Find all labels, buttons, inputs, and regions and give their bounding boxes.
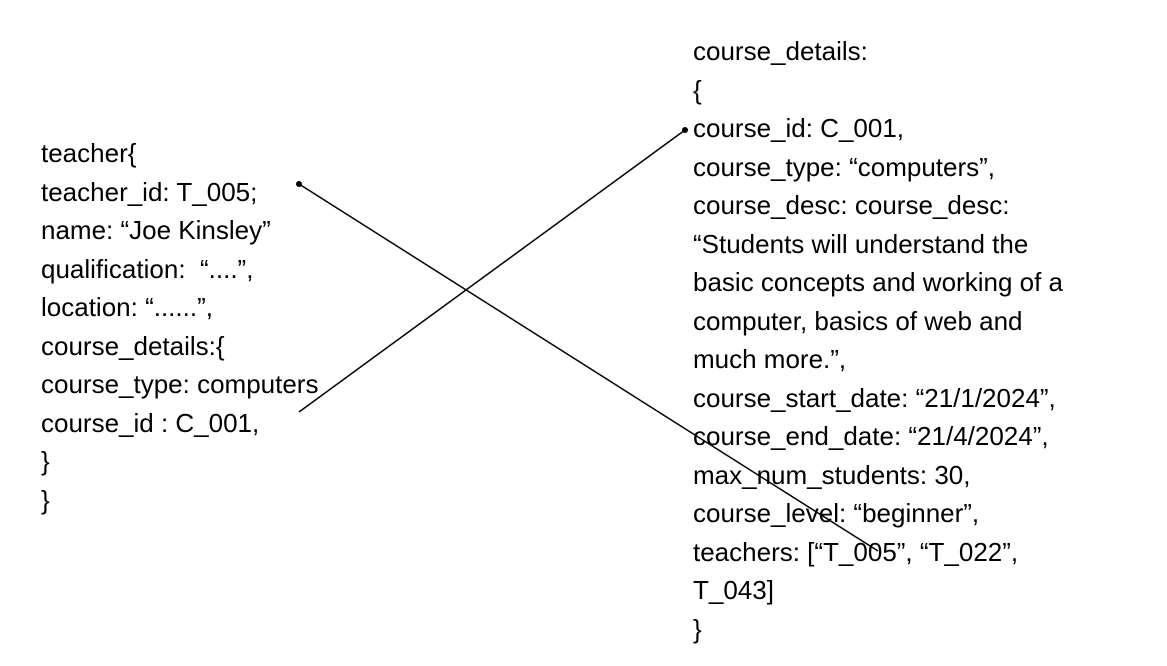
course-desc-text-line-4: much more.”, (693, 344, 847, 374)
teacher-id-line: teacher_id: T_005; (41, 176, 258, 207)
course-desc-line: course_desc: course_desc: (693, 190, 1010, 220)
course-desc-text-line-1: “Students will understand the (693, 228, 1029, 259)
teachers-continuation-line: T_043] (693, 575, 774, 605)
connector-course-id-endpoint (682, 127, 688, 133)
teacher-qualification-line: qualification: “....”, (41, 253, 254, 284)
course-details-line: course_details: (693, 36, 868, 66)
course-level-line: course_level: “beginner”, (693, 498, 980, 528)
course-type-line: course_type: “computers”, (693, 151, 996, 182)
teacher-document: teacher{ teacher_id: T_005; name: “Joe K… (41, 134, 318, 519)
course-close-brace: } (693, 613, 702, 644)
teacher-course-type-line: course_type: computers (41, 369, 319, 399)
teacher-course-details-line: course_details:{ (41, 330, 225, 361)
teacher-name-line: name: “Joe Kinsley” (41, 215, 271, 245)
teacher-line: teacher{ (41, 138, 137, 168)
course-start-date-line: course_start_date: “21/1/2024”, (693, 382, 1056, 413)
course-desc-text-line-2: basic concepts and working of a (693, 267, 1063, 297)
teachers-line: teachers: [“T_005”, “T_022”, (693, 536, 1019, 567)
course-document: course_details: { course_id: C_001, cour… (693, 32, 1063, 648)
course-open-brace: { (693, 74, 702, 105)
teacher-close-brace: } (41, 484, 50, 515)
course-desc-text-line-3: computer, basics of web and (693, 305, 1023, 336)
teacher-inner-close-brace: } (41, 446, 50, 476)
connector-course-id (298, 129, 686, 413)
teacher-course-id-line: course_id : C_001, (41, 407, 260, 438)
max-num-students-line: max_num_students: 30, (693, 459, 971, 490)
course-id-line: course_id: C_001, (693, 113, 905, 143)
course-end-date-line: course_end_date: “21/4/2024”, (693, 421, 1049, 451)
teacher-location-line: location: “......”, (41, 292, 213, 322)
